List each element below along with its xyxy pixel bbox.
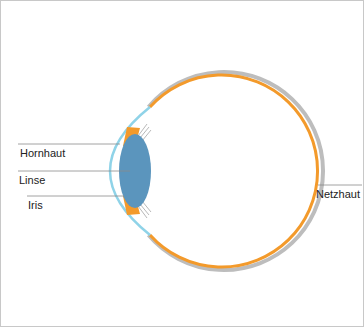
part-label: Iris xyxy=(28,199,43,212)
part-label: Linse xyxy=(19,174,45,187)
part-label: Netzhaut xyxy=(316,188,360,201)
leader-lines xyxy=(18,144,362,196)
sclera xyxy=(149,72,324,270)
retina xyxy=(150,75,318,267)
part-label: Hornhaut xyxy=(20,147,65,160)
